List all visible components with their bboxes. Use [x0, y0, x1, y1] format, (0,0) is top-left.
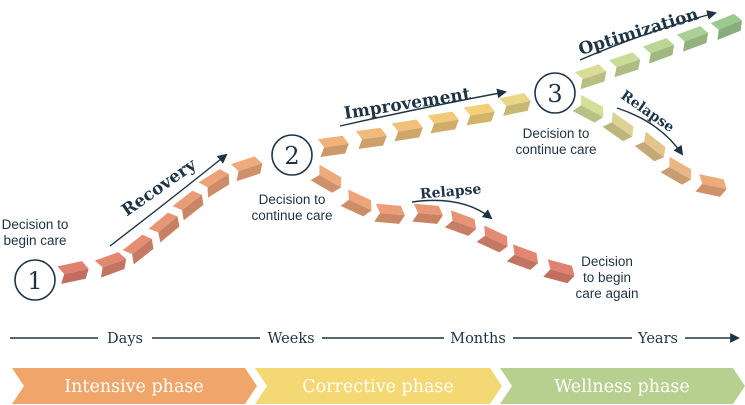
- step-chevron: [499, 93, 531, 116]
- step-chevron: [602, 112, 634, 142]
- phase-wellness-banner: [500, 368, 745, 404]
- step-chevron: [476, 225, 508, 253]
- step-chevron: [340, 189, 372, 217]
- improvement-arrow: [339, 88, 507, 127]
- step-chevron: [642, 38, 675, 64]
- lower-relapse-arrow: [411, 199, 493, 220]
- step-chevron: [506, 244, 539, 270]
- upper-relapse-arrow: [616, 107, 684, 156]
- timeline-years: Years: [637, 331, 678, 347]
- step-chevron: [634, 131, 666, 162]
- end-caption-line: care again: [575, 286, 638, 301]
- end-caption: Decision to begin care again: [575, 254, 638, 301]
- step-chevron: [310, 164, 342, 193]
- step-chevron: [172, 190, 204, 221]
- timeline-days: Days: [107, 331, 143, 347]
- step-chevron: [317, 135, 349, 158]
- step-chevron: [695, 174, 727, 197]
- end-caption-line: Decision: [581, 254, 633, 269]
- milestone-2-caption-line: continue care: [251, 208, 332, 223]
- step-chevron: [391, 119, 423, 142]
- step-chevron: [710, 13, 742, 40]
- step-chevron: [374, 203, 405, 224]
- step-chevron: [412, 203, 443, 224]
- milestone-1-caption-line: Decision to: [2, 217, 69, 232]
- optimization-label: Optimization: [576, 5, 701, 60]
- step-chevron: [57, 261, 89, 284]
- milestone-1-caption-line: begin care: [3, 233, 66, 248]
- step-chevron: [574, 64, 607, 90]
- phase-banners: Intensive phase Corrective phase Wellnes…: [12, 368, 745, 404]
- optimization-arrow: [579, 10, 717, 61]
- phase-wellness-label: Wellness phase: [554, 377, 690, 397]
- upper-relapse-path: [572, 95, 727, 197]
- milestone-1-circle: [14, 259, 56, 301]
- step-chevron: [608, 52, 641, 78]
- recovery-arrow: [109, 153, 228, 247]
- end-caption-line: to begin: [583, 270, 631, 285]
- phase-intensive-label: Intensive phase: [64, 377, 203, 397]
- timeline-months: Months: [450, 331, 506, 347]
- milestone-3-number: 3: [547, 80, 562, 108]
- step-chevron: [660, 156, 692, 185]
- step-chevron: [230, 156, 263, 182]
- phase-intensive-banner: [12, 368, 257, 404]
- step-chevron: [543, 259, 575, 284]
- step-chevron: [676, 26, 709, 52]
- milestone-3-circle: [534, 72, 576, 114]
- milestone-3-caption-line: continue care: [515, 142, 596, 157]
- phase-corrective-label: Corrective phase: [302, 377, 454, 397]
- milestone-2-caption: Decision to continue care: [251, 192, 332, 223]
- lower-relapse-path: [310, 164, 575, 284]
- step-chevron: [122, 234, 154, 265]
- step-chevron: [198, 169, 230, 198]
- step-chevron: [148, 212, 180, 243]
- step-chevron: [355, 127, 387, 150]
- step-chevron: [444, 210, 477, 236]
- milestone-1-number: 1: [27, 267, 42, 295]
- milestone-1: 1: [14, 259, 56, 301]
- phase-corrective-banner: [255, 368, 502, 404]
- timeline-weeks: Weeks: [267, 331, 314, 347]
- step-chevron: [463, 103, 495, 126]
- milestone-3-caption: Decision to continue care: [515, 126, 596, 157]
- milestone-2-caption-line: Decision to: [259, 192, 326, 207]
- label-arrows: [109, 10, 717, 247]
- milestone-2-circle: [271, 134, 313, 176]
- timeline: Days Weeks Months Years: [10, 331, 740, 347]
- milestone-3-caption-line: Decision to: [523, 126, 590, 141]
- lower-relapse-label: Relapse: [419, 181, 482, 202]
- milestone-2: 2: [271, 134, 313, 176]
- step-chevron: [427, 111, 459, 134]
- step-chevron: [94, 252, 127, 278]
- main-care-path: [57, 13, 742, 284]
- milestone-1-caption: Decision to begin care: [2, 217, 69, 248]
- milestone-3: 3: [534, 72, 576, 114]
- milestone-2-number: 2: [284, 142, 299, 170]
- step-chevron: [572, 95, 604, 123]
